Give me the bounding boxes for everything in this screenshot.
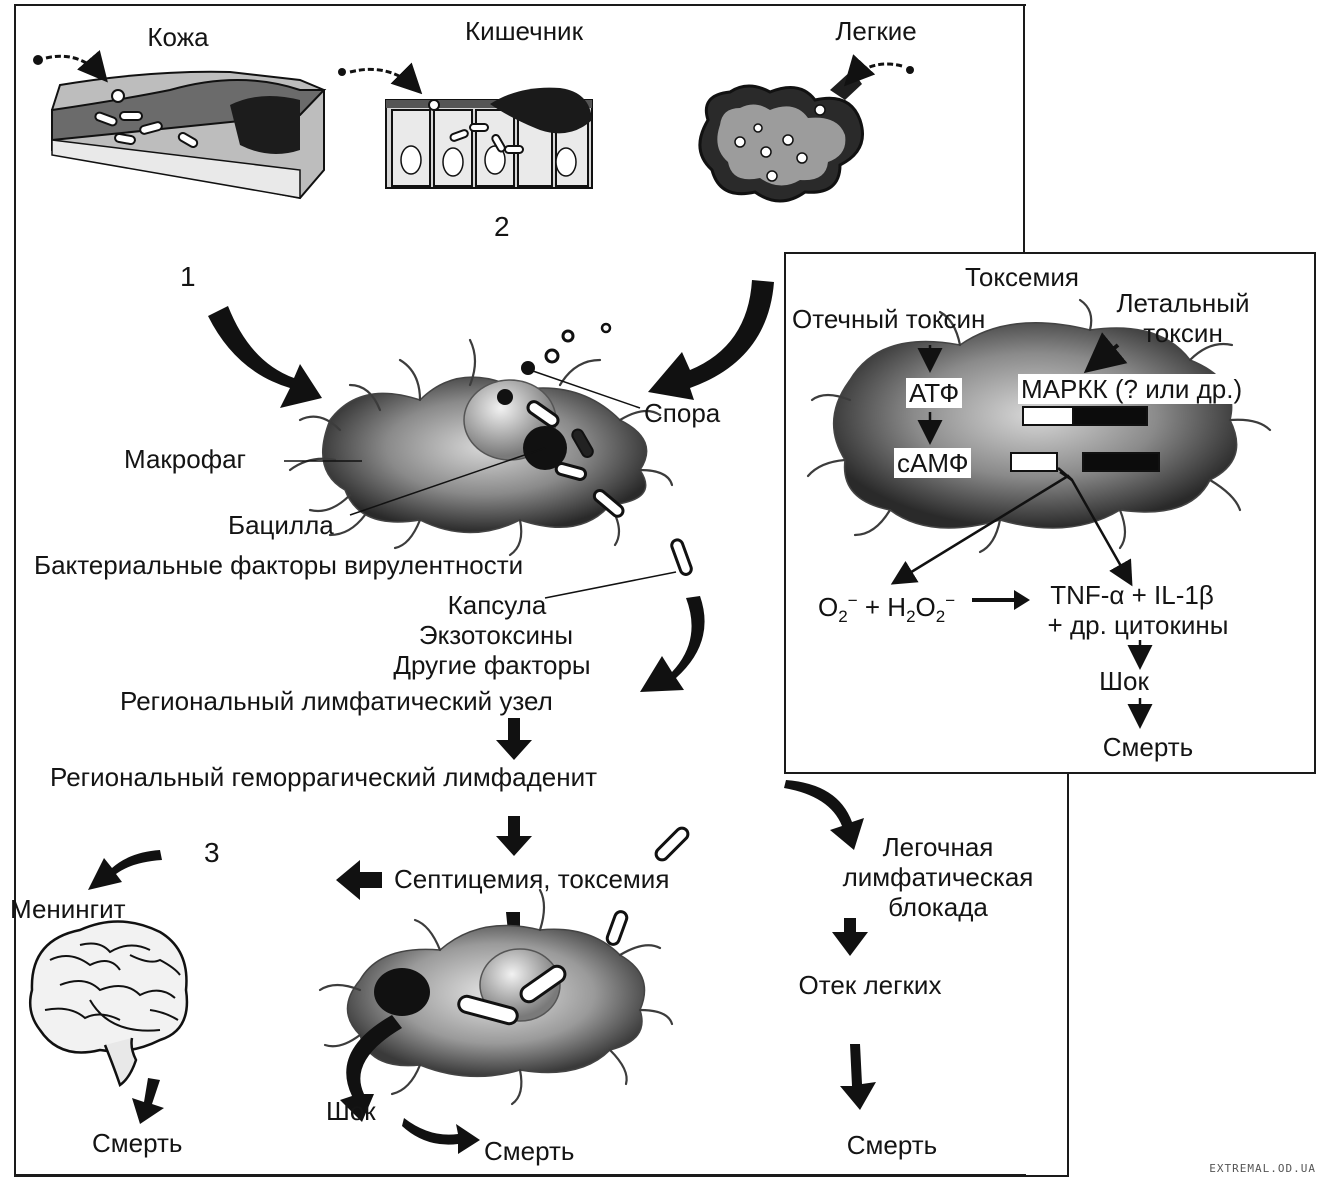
toxemia-arrows bbox=[890, 332, 1153, 729]
label-pulmonary-block: Легочная лимфатическая блокада bbox=[843, 832, 1034, 922]
camp-bar-black bbox=[1082, 452, 1160, 472]
route-number-3: 3 bbox=[204, 837, 220, 868]
lethal-toxin-line-1: Летальный bbox=[1116, 288, 1250, 318]
label-macrophage: Макрофаг bbox=[124, 444, 247, 474]
intestine-illustration bbox=[338, 62, 593, 189]
label-atp: АТФ bbox=[906, 378, 963, 408]
camp-bar-white bbox=[1010, 452, 1058, 472]
label-death-shock: Смерть bbox=[484, 1136, 575, 1166]
cytokine-arrow bbox=[972, 590, 1030, 610]
label-skin: Кожа bbox=[147, 22, 209, 52]
label-toxemia-death: Смерть bbox=[1102, 732, 1194, 762]
toxemia-title: Токсемия bbox=[965, 262, 1079, 292]
label-intestine: Кишечник bbox=[465, 16, 583, 46]
label-shock: Шок bbox=[326, 1096, 376, 1126]
pulmonary-block-line-2: лимфатическая bbox=[842, 862, 1034, 892]
entry-arrows bbox=[208, 280, 774, 692]
lethal-toxin-line-2: токсин bbox=[1143, 318, 1223, 348]
mapkk-bar-black bbox=[1072, 406, 1148, 426]
label-death-meningitis: Смерть bbox=[92, 1128, 183, 1158]
leader-lines bbox=[284, 369, 677, 599]
label-spore: Спора bbox=[644, 398, 721, 428]
lungs-illustration bbox=[698, 54, 914, 203]
label-septicemia: Септицемия, токсемия bbox=[394, 864, 670, 894]
label-lung-edema: Отек легких bbox=[798, 970, 942, 1000]
label-regional-node: Региональный лимфатический узел bbox=[120, 686, 553, 716]
septic-macrophage-cell bbox=[318, 826, 690, 1122]
pulmonary-block-line-3: блокада bbox=[888, 892, 988, 922]
route-number-2: 2 bbox=[494, 211, 510, 242]
label-camp: cАМФ bbox=[894, 448, 972, 478]
label-lethal-toxin: Летальный токсин bbox=[1116, 288, 1249, 348]
label-cytokines-2: + др. цитокины bbox=[1047, 610, 1229, 640]
mapkk-bar-white bbox=[1022, 406, 1074, 426]
macrophage-cell bbox=[288, 322, 693, 576]
flow-arrows bbox=[88, 718, 876, 1154]
label-other-factors: Другие факторы bbox=[393, 650, 591, 680]
label-lymphadenitis: Региональный геморрагический лимфаденит bbox=[50, 762, 598, 792]
label-edema-toxin: Отечный токсин bbox=[792, 304, 986, 334]
pulmonary-block-line-1: Легочная bbox=[882, 832, 994, 862]
watermark: EXTREMAL.OD.UA bbox=[1209, 1162, 1316, 1175]
label-cytokines-1: TNF-α + IL-1β bbox=[1050, 580, 1214, 610]
route-number-1: 1 bbox=[180, 261, 196, 292]
label-mapkk: МАРКК (? или др.) bbox=[1018, 374, 1246, 404]
label-capsule: Капсула bbox=[447, 590, 547, 620]
label-exotoxins: Экзотоксины bbox=[418, 620, 574, 650]
label-lungs: Легкие bbox=[835, 16, 917, 46]
skin-illustration bbox=[33, 50, 327, 200]
label-death-lung: Смерть bbox=[846, 1130, 938, 1160]
label-virulence-factors: Бактериальные факторы вирулентности bbox=[34, 550, 524, 580]
label-toxemia-shock: Шок bbox=[1099, 666, 1149, 696]
label-meningitis: Менингит bbox=[10, 894, 126, 924]
label-bacillus: Бацилла bbox=[228, 510, 334, 540]
label-superoxide-peroxide: O2− + H2O2− bbox=[818, 591, 956, 626]
brain-illustration bbox=[29, 920, 189, 1087]
